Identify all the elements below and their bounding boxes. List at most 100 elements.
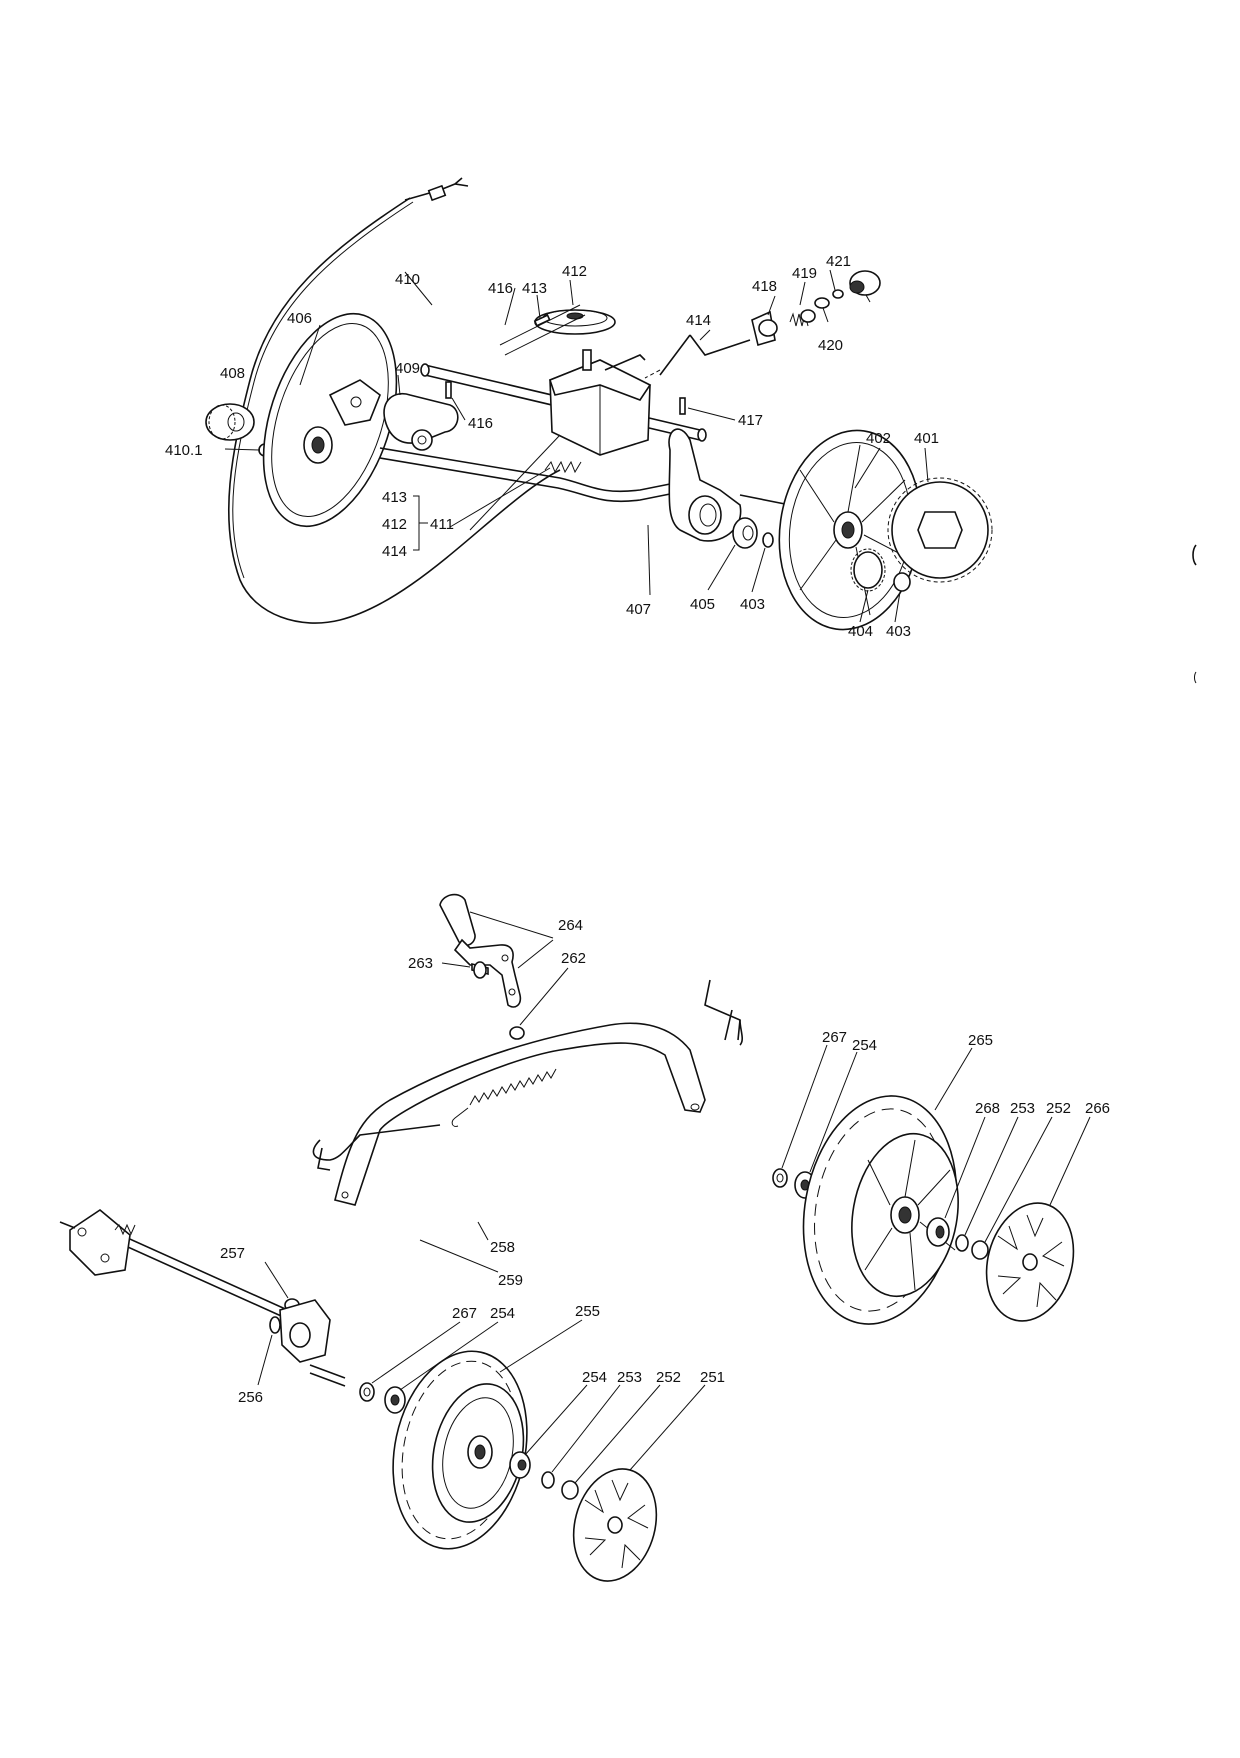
axle-end-left <box>420 363 430 377</box>
callout-255: 255 <box>575 1303 600 1320</box>
height-spring-hook <box>451 1107 469 1127</box>
bearing-405 <box>732 517 758 549</box>
callout-263: 263 <box>408 955 433 972</box>
side-cover-rim <box>271 323 389 517</box>
ring-gear-bore <box>917 511 963 549</box>
edge-mark-1 <box>1192 544 1197 566</box>
washer-403-left <box>762 532 774 548</box>
callout-420: 421 <box>826 253 851 270</box>
bearing-254-rear-outer-hole <box>517 1459 527 1471</box>
gearbox-top <box>549 359 652 401</box>
rear-stub-axle-2 <box>309 1372 346 1387</box>
callout-268: 268 <box>975 1100 1000 1117</box>
callout-259: 259 <box>498 1272 523 1289</box>
gearbox-shaft <box>582 349 592 371</box>
drive-bracket-bore <box>699 503 717 527</box>
callout-411: 411 <box>430 516 454 533</box>
callout-254-rear: 254 <box>582 1369 607 1386</box>
callout-416-right: 417 <box>738 412 763 429</box>
hub-cap-front-slots <box>997 1214 1065 1308</box>
drive-assembly-drawing <box>205 177 1197 684</box>
hub-cap-rear-center <box>607 1516 623 1534</box>
callout-410-1: 410.1 <box>165 442 203 459</box>
left-bracket-bolt <box>59 1221 76 1229</box>
callout-404: 404 <box>848 623 873 640</box>
wire-clip <box>312 1124 441 1161</box>
drive-wheel-bore <box>841 521 855 539</box>
callout-252-rear: 252 <box>656 1369 681 1386</box>
callout-415: 416 <box>488 280 513 297</box>
callout-267-rear: 267 <box>452 1305 477 1322</box>
washer-253-rear <box>541 1471 555 1489</box>
nut-262 <box>509 1026 525 1040</box>
callout-419: 420 <box>818 337 843 354</box>
upper-bracket-hook <box>739 1019 743 1046</box>
washer-253-front <box>955 1234 969 1252</box>
tension-spring <box>544 460 582 474</box>
side-cover-hub-hole <box>311 436 325 454</box>
callout-267-front: 267 <box>822 1029 847 1046</box>
callout-416-left: 416 <box>468 415 493 432</box>
upper-bracket <box>704 979 741 1041</box>
callout-401: 401 <box>914 430 939 447</box>
cover-bracket-hole <box>350 396 362 408</box>
bearing-405-bore <box>742 525 754 541</box>
drive-assembly-leaders <box>224 269 929 623</box>
drive-belt-line-2 <box>504 314 586 356</box>
callout-407: 407 <box>626 601 651 618</box>
wheel-assembly-drawing <box>59 893 1075 1582</box>
washer-267-rear-hole <box>363 1387 371 1397</box>
frame-rod <box>379 447 691 493</box>
right-axle-bracket-boss <box>289 1322 311 1348</box>
drive-bracket-boss <box>688 495 722 535</box>
nut-420 <box>832 289 844 299</box>
axle-end-right <box>697 428 707 442</box>
rear-wheel-hub-hole <box>474 1444 486 1460</box>
callout-265: 265 <box>968 1032 993 1049</box>
callout-408: 408 <box>220 365 245 382</box>
drive-cable <box>228 197 561 624</box>
pinion-gear-teeth <box>208 404 236 440</box>
callout-418: 419 <box>792 265 817 282</box>
screw-263-head <box>473 961 487 979</box>
hub-cap-front-center <box>1022 1253 1038 1271</box>
callout-254-front: 254 <box>852 1037 877 1054</box>
height-spring <box>469 1068 557 1106</box>
cable-end-fitting <box>404 177 469 201</box>
callout-413-top: 413 <box>522 280 547 297</box>
callout-403-right: 403 <box>886 623 911 640</box>
hub-cap-rear-slots <box>584 1479 649 1569</box>
cable-connector <box>427 184 447 202</box>
callout-252-front: 252 <box>1046 1100 1071 1117</box>
nut-252-front <box>971 1240 989 1260</box>
callout-406: 406 <box>287 310 312 327</box>
engage-lever <box>383 393 459 444</box>
callout-417: 418 <box>752 278 777 295</box>
rear-stub-axle <box>309 1364 346 1379</box>
callout-413-bracket: 413 <box>382 489 407 506</box>
drive-pulley-hub <box>566 312 584 320</box>
gear-404 <box>853 551 883 589</box>
callout-253-rear: 253 <box>617 1369 642 1386</box>
wire-clip-end <box>317 1147 331 1171</box>
left-bracket-hole-2 <box>100 1253 110 1263</box>
frame-rod-2 <box>379 457 691 503</box>
nut-252-rear <box>561 1480 579 1500</box>
drive-assembly-callouts: 410 406 416 413 412 408 409 416 417 414 … <box>165 253 939 640</box>
callout-264: 264 <box>558 917 583 934</box>
callout-262: 262 <box>561 950 586 967</box>
edge-mark-2 <box>1194 671 1197 684</box>
left-axle-bracket <box>69 1209 131 1276</box>
washer-403-right <box>893 572 911 592</box>
callout-412-bracket: 412 <box>382 516 407 533</box>
bearing-268-front-hole <box>935 1225 945 1239</box>
gearbox-lever <box>604 354 646 371</box>
engage-lever-hole <box>417 435 427 445</box>
bar-pivot-hole <box>341 1191 349 1199</box>
callout-256: 256 <box>238 1389 263 1406</box>
callout-258: 258 <box>490 1239 515 1256</box>
end-cap-face <box>849 280 865 294</box>
left-bracket-hole-1 <box>77 1227 87 1237</box>
shift-rod <box>659 334 751 376</box>
left-bracket-spring <box>114 1223 136 1236</box>
